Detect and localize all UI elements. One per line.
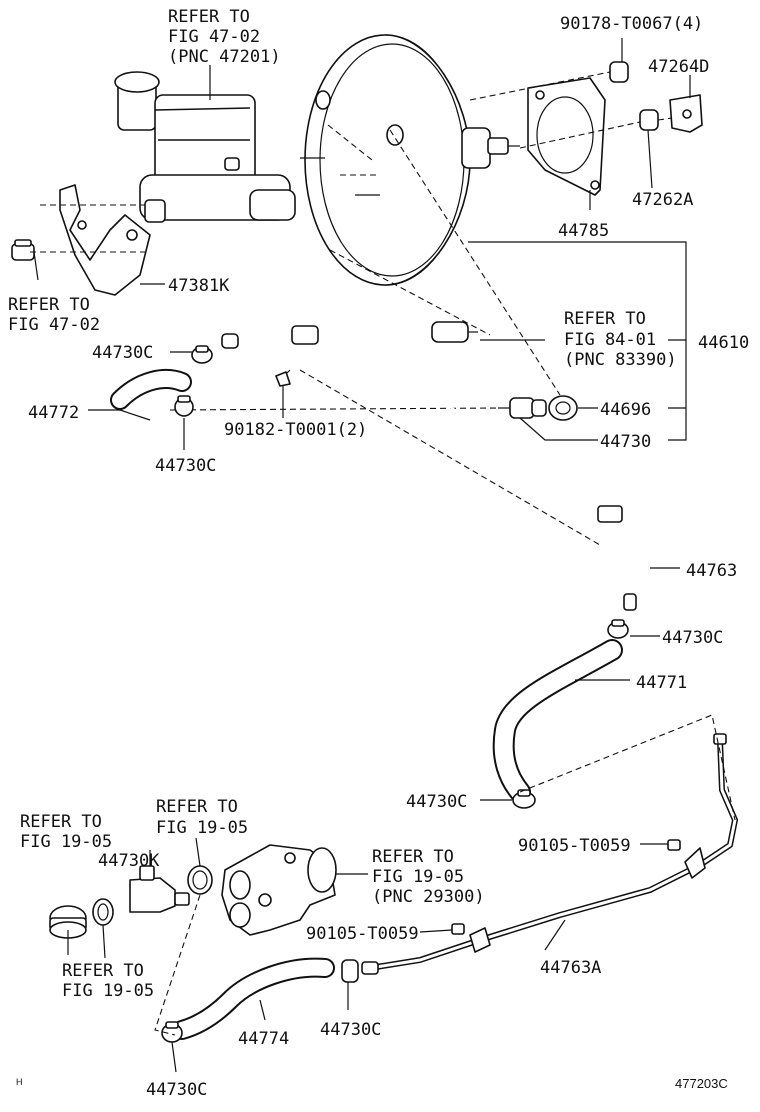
- label-44730c-b: 44730C: [155, 456, 216, 476]
- label-47264d: 47264D: [648, 57, 709, 77]
- label-90105-t0059-a: 90105-T0059: [518, 836, 631, 856]
- label-refer-pump-3: (PNC 29300): [372, 887, 485, 907]
- label-44730c-a: 44730C: [92, 343, 153, 363]
- label-refer-mc-2: FIG 47-02: [168, 27, 260, 47]
- label-44696: 44696: [600, 400, 651, 420]
- clevis-47264d: [669, 94, 703, 133]
- vacuum-pump: [221, 844, 337, 936]
- label-44730c-c: 44730C: [662, 628, 723, 648]
- o-ring-pump: [187, 865, 213, 895]
- label-44763a: 44763A: [540, 958, 601, 978]
- label-refer-4702-1: REFER TO: [8, 295, 90, 315]
- check-valve-44730: [498, 397, 547, 419]
- label-90178-t0067: 90178-T0067(4): [560, 14, 703, 34]
- labels: REFER TO FIG 47-02 (PNC 47201) 90178-T00…: [8, 7, 749, 1100]
- bolt-90105-lower: [451, 923, 465, 935]
- union-44730k: [129, 865, 190, 913]
- label-refer-1905b-2: FIG 19-05: [156, 818, 248, 838]
- hose-44771: [492, 639, 623, 803]
- label-44774: 44774: [238, 1029, 289, 1049]
- label-44730c-e: 44730C: [320, 1020, 381, 1040]
- label-90105-t0059-b: 90105-T0059: [306, 924, 419, 944]
- label-refer-8401-1: REFER TO: [564, 309, 646, 329]
- label-44610: 44610: [698, 333, 749, 353]
- label-refer-1905b-1: REFER TO: [156, 797, 238, 817]
- master-cylinder: [114, 71, 380, 223]
- gasket-44785: [527, 77, 606, 196]
- hose-44774: [172, 957, 335, 1040]
- label-refer-pump-2: FIG 19-05: [372, 867, 464, 887]
- vacuum-pipe-44763a: [361, 733, 739, 975]
- nut-90178: [609, 61, 629, 83]
- label-refer-pump-1: REFER TO: [372, 847, 454, 867]
- clip-90182: [275, 371, 291, 387]
- clamp-44730c-mid: [174, 395, 194, 417]
- nut-47262a: [639, 109, 659, 131]
- label-44730k: 44730K: [98, 851, 160, 871]
- label-refer-1905a-2: FIG 19-05: [20, 832, 112, 852]
- bracket-47381k: [59, 184, 151, 296]
- label-90182-t0001: 90182-T0001(2): [224, 420, 367, 440]
- vacuum-sensor: [431, 321, 478, 343]
- bolt-90105-upper: [667, 839, 681, 851]
- nut-47-02: [11, 239, 35, 261]
- label-refer-mc-3: (PNC 47201): [168, 47, 281, 67]
- label-44785: 44785: [558, 221, 609, 241]
- label-44730: 44730: [600, 432, 651, 452]
- label-44772: 44772: [28, 403, 79, 423]
- o-ring-19-05: [92, 898, 114, 926]
- label-47381k: 47381K: [168, 276, 230, 296]
- figure-code: 477203C: [675, 1076, 728, 1091]
- label-refer-1905c-2: FIG 19-05: [62, 981, 154, 1001]
- clamp-44730c-hose-upper: [341, 959, 359, 983]
- label-refer-mc-1: REFER TO: [168, 7, 250, 27]
- leader-lines: [33, 38, 691, 1073]
- grommet-44696: [548, 395, 578, 421]
- label-47262a: 47262A: [632, 190, 693, 210]
- clamp-44730c-pipe-end: [607, 619, 629, 639]
- hose-44772: [110, 369, 192, 421]
- label-44771: 44771: [636, 673, 687, 693]
- label-44730c-d: 44730C: [406, 792, 467, 812]
- corner-mark: H: [16, 1077, 23, 1087]
- label-44730c-f: 44730C: [146, 1080, 207, 1100]
- label-refer-1905a-1: REFER TO: [20, 812, 102, 832]
- brake-booster: [304, 34, 520, 286]
- label-44763: 44763: [686, 561, 737, 581]
- clamp-44730c-lower: [512, 789, 536, 809]
- clamp-44730c-top: [191, 345, 213, 364]
- label-refer-8401-3: (PNC 83390): [564, 350, 677, 370]
- label-refer-8401-2: FIG 84-01: [564, 330, 656, 350]
- label-refer-1905c-1: REFER TO: [62, 961, 144, 981]
- label-refer-4702-2: FIG 47-02: [8, 315, 100, 335]
- vacuum-pipe-44763: [221, 325, 652, 611]
